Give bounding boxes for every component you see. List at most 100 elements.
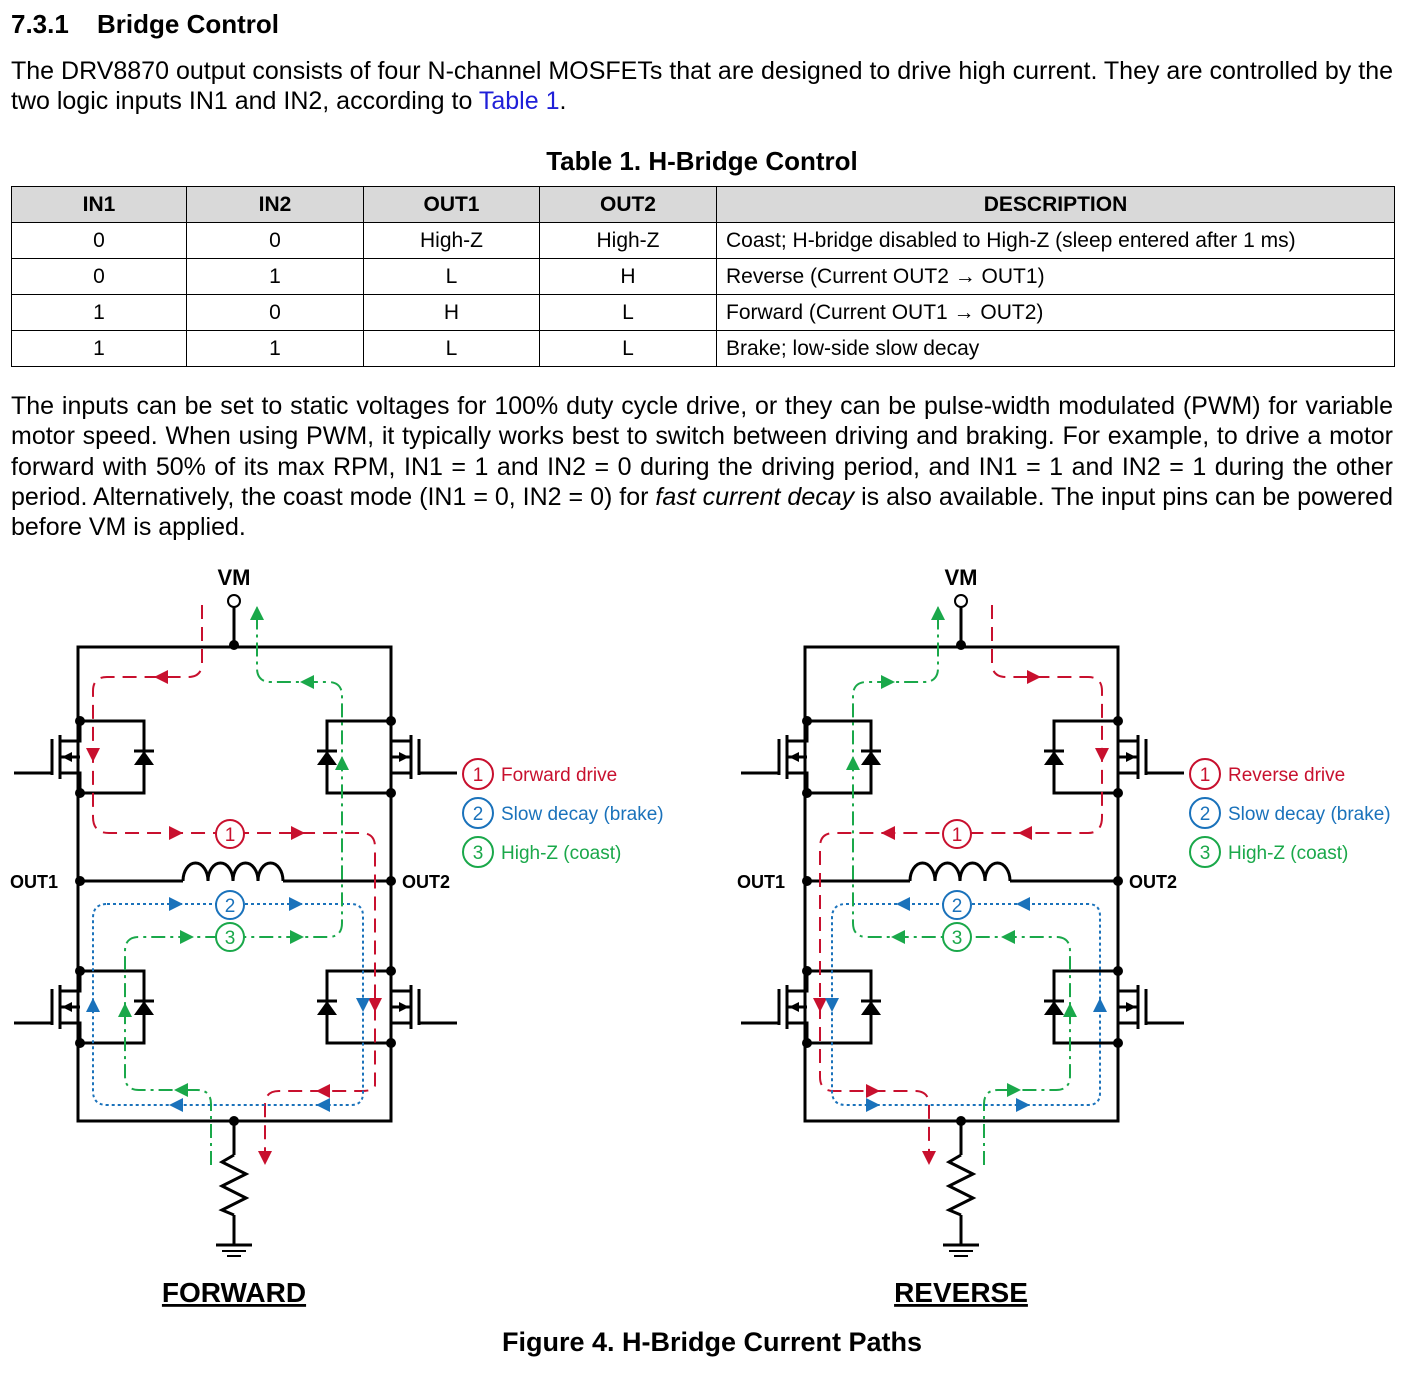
table-link[interactable]: Table 1 [478, 87, 560, 116]
path-badge [215, 922, 245, 952]
legend-label: Slow decay (brake) [1228, 804, 1391, 825]
fet-drain [60, 971, 82, 993]
table-cell: Coast; H-bridge disabled to High-Z (slee… [716, 222, 1395, 259]
current-arrow-icon [1093, 998, 1107, 1012]
fet-source [389, 771, 411, 793]
diode-icon [1044, 751, 1064, 765]
current-arrow-icon [180, 930, 194, 944]
fet-arrow-icon [62, 752, 72, 762]
current-arrow-icon [291, 826, 305, 840]
path-badge-number: 1 [952, 825, 963, 846]
table-cell: 1 [11, 330, 187, 367]
legend-item: 1 Forward drive [462, 758, 617, 790]
fet-drain [389, 971, 411, 993]
table-cell: Reverse (Current OUT2 → OUT1) [716, 258, 1395, 295]
legend-badge [462, 758, 494, 790]
legend-label: Slow decay (brake) [501, 804, 664, 825]
diode-icon [134, 751, 154, 765]
legend-label: Forward drive [501, 765, 617, 786]
table-cell: Forward (Current OUT1 → OUT2) [716, 294, 1395, 331]
low-side-left-fet [14, 966, 154, 1048]
diode-loop [80, 719, 146, 795]
sense-resistor [945, 1153, 977, 1217]
reverse-coast-path [852, 607, 1071, 1165]
table-caption: Table 1. H-Bridge Control [546, 146, 858, 176]
current-arrow-icon [289, 897, 303, 911]
current-arrow-icon [896, 897, 910, 911]
intro-paragraph: The DRV8870 output consists of four N-ch… [11, 56, 1393, 117]
current-arrow-icon [1016, 897, 1030, 911]
current-arrow-icon [169, 1098, 183, 1112]
pwm-text-end: is also available. The input pins can be… [11, 482, 1393, 542]
legend-number: 3 [473, 843, 484, 864]
current-arrow-icon [169, 826, 183, 840]
current-arrow-icon [881, 675, 895, 689]
current-arrow-icon [922, 1151, 936, 1165]
forward-drive-path [92, 605, 376, 1165]
table-cell: Brake; low-side slow decay [716, 330, 1395, 367]
motor-inductor [908, 861, 1012, 882]
vm-terminal [954, 594, 968, 608]
low-side-right-fet [317, 966, 457, 1048]
current-arrow-icon [866, 1098, 880, 1112]
legend-label: High-Z (coast) [501, 843, 621, 864]
current-arrow-icon [846, 756, 860, 770]
legend-label: High-Z (coast) [1228, 843, 1348, 864]
fet-source [787, 771, 809, 793]
intro-text-end: . [559, 87, 567, 116]
table-row: 0 1 L H Reverse (Current OUT2 → OUT1) [11, 258, 1395, 295]
fet-source [60, 1021, 82, 1043]
current-arrow-icon [1007, 1083, 1021, 1097]
diode-loop [325, 969, 391, 1045]
fet-drain [1116, 721, 1138, 743]
top-node [229, 640, 239, 650]
current-arrow-icon [316, 1098, 330, 1112]
legend: 1 Forward drive 2 Slow decay (brake) 3 High-Z… [462, 758, 664, 868]
section-number: 7.3.1 [11, 9, 69, 39]
current-arrow-icon [169, 897, 183, 911]
current-arrow-icon [174, 1083, 188, 1097]
current-arrow-icon [86, 748, 100, 762]
diagram-title: REVERSE [894, 1277, 1028, 1308]
legend-number: 2 [473, 804, 484, 825]
fet-source [60, 771, 82, 793]
table-cell: 1 [11, 294, 187, 331]
sense-resistor [218, 1153, 250, 1217]
current-arrow-icon [258, 1151, 272, 1165]
legend-item: 2 Slow decay (brake) [462, 797, 664, 829]
table-row: 1 1 L L Brake; low-side slow decay [11, 330, 1395, 367]
current-arrow-icon [86, 998, 100, 1012]
fet-drain [389, 721, 411, 743]
current-arrow-icon [866, 1084, 880, 1098]
diode-loop [1052, 719, 1118, 795]
table-header-cell: OUT1 [363, 186, 540, 223]
diode-icon [317, 751, 337, 765]
top-node [956, 640, 966, 650]
fet-arrow-icon [62, 1002, 72, 1012]
reverse-brake-path [831, 903, 1101, 1106]
path-badge [215, 890, 245, 920]
figure-caption: Figure 4. H-Bridge Current Paths [501, 1327, 923, 1357]
out1-node [802, 876, 812, 886]
legend-number: 1 [473, 765, 484, 786]
current-arrow-icon [368, 998, 382, 1012]
table-row: 0 0 High-Z High-Z Coast; H-bridge disabl… [11, 222, 1395, 259]
current-arrow-icon [316, 1084, 330, 1098]
current-arrow-icon [1001, 930, 1015, 944]
reverse-drive-path [819, 605, 1103, 1165]
out2-label: OUT2 [402, 872, 450, 892]
high-side-right-fet [317, 716, 457, 798]
diode-loop [325, 719, 391, 795]
out2-node [1113, 876, 1123, 886]
diode-icon [861, 751, 881, 765]
path-badge [942, 890, 972, 920]
current-arrow-icon [891, 930, 905, 944]
out1-label: OUT1 [737, 872, 785, 892]
diode-loop [1052, 969, 1118, 1045]
table-header-cell: OUT2 [539, 186, 717, 223]
